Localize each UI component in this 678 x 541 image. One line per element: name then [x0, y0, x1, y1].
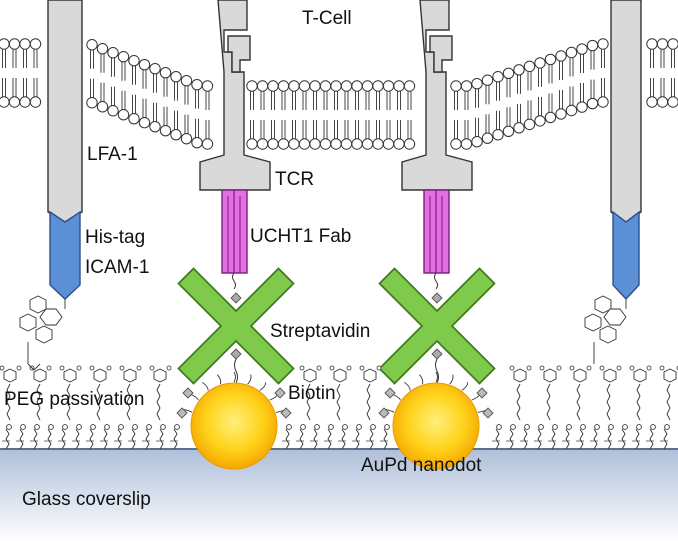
tcr-receptor-right	[401, 0, 473, 191]
streptavidin-label: Streptavidin	[270, 321, 370, 342]
lfa1-receptor-right	[610, 0, 642, 301]
lfa1-label: LFA-1	[87, 144, 138, 165]
t-cell-label: T-Cell	[302, 8, 352, 29]
histag-chelator-left	[19, 295, 66, 371]
tcr-receptor-left	[199, 0, 271, 191]
peg-passivation-label: PEG passivation	[4, 389, 144, 410]
aupd-nanodot-right	[392, 382, 480, 470]
biotin-linkers	[234, 358, 439, 384]
glass-coverslip	[0, 448, 678, 541]
glass-coverslip-label: Glass coverslip	[22, 489, 151, 510]
his-tag-label: His-tag	[85, 227, 145, 248]
ucht1-fab-label: UCHT1 Fab	[250, 226, 351, 247]
lfa1-receptor-left	[47, 0, 83, 300]
streptavidin-left	[177, 267, 295, 385]
biotin-label: Biotin	[288, 383, 336, 404]
icam1-label: ICAM-1	[85, 257, 149, 278]
tcr-label: TCR	[275, 169, 314, 190]
lipid-membrane	[0, 38, 678, 150]
aupd-nanodot-left	[190, 382, 278, 470]
ucht1-fab-right	[423, 189, 450, 290]
aupd-nanodot-label: AuPd nanodot	[361, 455, 482, 476]
ucht1-fab-left	[221, 189, 248, 290]
histag-chelator-right	[584, 295, 627, 364]
peg-passivation-layer	[0, 365, 678, 450]
biotin-ligands	[176, 371, 494, 419]
